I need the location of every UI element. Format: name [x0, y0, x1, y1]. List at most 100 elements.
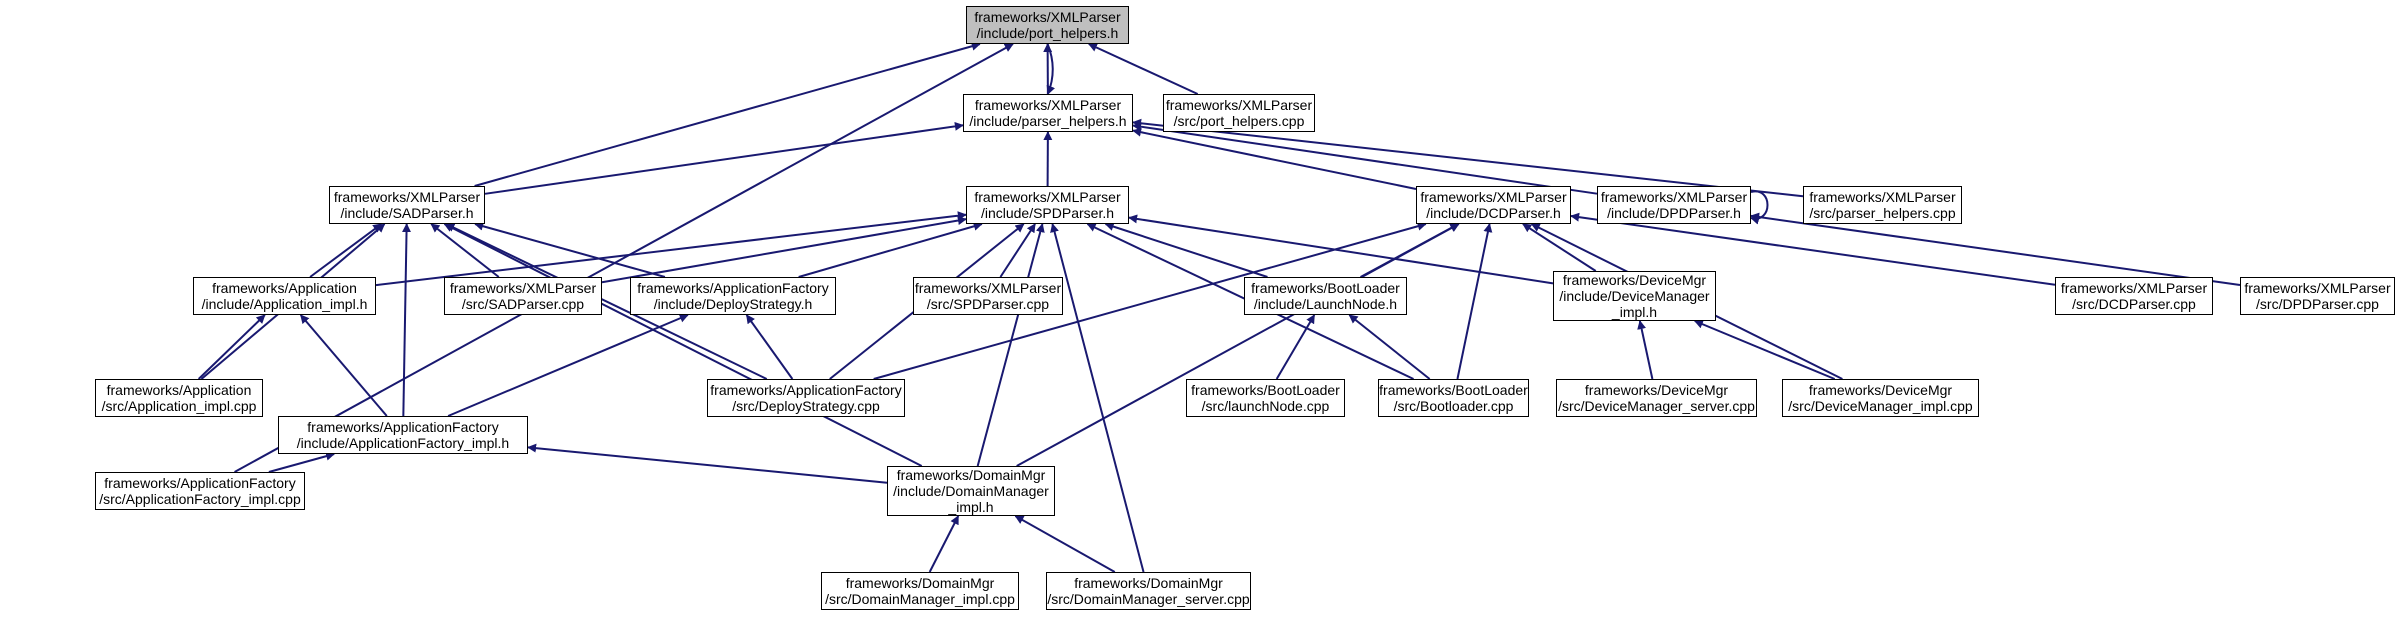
- node-parser-helpers-cpp[interactable]: frameworks/XMLParser/src/parser_helpers.…: [1803, 186, 1962, 224]
- node-spdparser-h[interactable]: frameworks/XMLParser/include/SPDParser.h: [966, 186, 1129, 224]
- node-label-line: /src/DomainManager_impl.cpp: [825, 591, 1015, 607]
- node-spdparser-cpp[interactable]: frameworks/XMLParser/src/SPDParser.cpp: [913, 277, 1063, 315]
- node-label-line: /src/DomainManager_server.cpp: [1047, 591, 1250, 607]
- node-dcdparser-h[interactable]: frameworks/XMLParser/include/DCDParser.h: [1416, 186, 1571, 224]
- edge-sadparser_cpp-to-spdparser_h: [601, 216, 967, 284]
- node-label-line: /src/DeviceManager_server.cpp: [1558, 398, 1755, 414]
- node-label-line: /src/parser_helpers.cpp: [1809, 205, 1956, 221]
- edge-applicationfactory_impl_cpp-to-port_helpers_h: [234, 43, 1014, 473]
- node-label-line: /include/SADParser.h: [340, 205, 474, 221]
- node-label-line: /src/DeviceManager_impl.cpp: [1788, 398, 1973, 414]
- node-label-line: frameworks/BootLoader: [1251, 280, 1400, 296]
- edge-devicemanager_impl_h-to-dcdparser_h: [1522, 223, 1597, 272]
- edge-port_helpers_h-to-parser_helpers_h: [1046, 43, 1056, 95]
- node-devicemanager-server-cpp[interactable]: frameworks/DeviceMgr/src/DeviceManager_s…: [1556, 379, 1757, 417]
- node-label-line: frameworks/XMLParser: [1420, 189, 1567, 205]
- node-label-line: frameworks/DomainMgr: [896, 467, 1046, 483]
- node-label-line: frameworks/ApplicationFactory: [307, 419, 499, 435]
- node-sadparser-cpp[interactable]: frameworks/XMLParser/src/SADParser.cpp: [444, 277, 602, 315]
- node-launchnode-cpp[interactable]: frameworks/BootLoader/src/launchNode.cpp: [1186, 379, 1345, 417]
- edge-deploystrategy_h-to-sadparser_h: [474, 221, 666, 278]
- node-launchnode-h[interactable]: frameworks/BootLoader/include/LaunchNode…: [1244, 277, 1407, 315]
- edge-launchnode_cpp-to-launchnode_h: [1275, 314, 1316, 380]
- edge-bootloader_cpp-to-dcdparser_h: [1456, 223, 1493, 380]
- edge-spdparser_cpp-to-spdparser_h: [999, 223, 1036, 278]
- node-label-line: /include/DeviceManager: [1559, 288, 1710, 304]
- edge-launchnode_h-to-spdparser_h: [1104, 222, 1268, 278]
- node-domainmanager-impl-h[interactable]: frameworks/DomainMgr/include/DomainManag…: [887, 466, 1055, 516]
- edge-applicationfactory_impl_h-to-deploystrategy_h: [447, 313, 689, 417]
- edge-devicemanager_impl_cpp-to-devicemanager_impl_h: [1693, 319, 1836, 380]
- node-label-line: /src/ApplicationFactory_impl.cpp: [99, 491, 301, 507]
- edge-domainmanager_impl_h-to-sadparser_h: [443, 223, 923, 467]
- node-label-line: frameworks/ApplicationFactory: [104, 475, 296, 491]
- node-label-line: /src/DPDParser.cpp: [2256, 296, 2379, 312]
- edge-applicationfactory_impl_h-to-sadparser_h: [402, 223, 412, 417]
- node-label-line: /include/parser_helpers.h: [969, 113, 1127, 129]
- node-port-helpers-cpp[interactable]: frameworks/XMLParser/src/port_helpers.cp…: [1163, 94, 1315, 132]
- node-domainmanager-impl-cpp[interactable]: frameworks/DomainMgr/src/DomainManager_i…: [821, 572, 1019, 610]
- node-label-line: /include/LaunchNode.h: [1253, 296, 1398, 312]
- edge-domainmanager_server_cpp-to-spdparser_h: [1050, 223, 1145, 573]
- node-dpdparser-cpp[interactable]: frameworks/XMLParser/src/DPDParser.cpp: [2240, 277, 2395, 315]
- edge-dcdparser_h-to-parser_helpers_h: [1132, 127, 1417, 190]
- node-label-line: /src/DCDParser.cpp: [2072, 296, 2196, 312]
- node-label-line: frameworks/Application: [106, 382, 252, 398]
- edge-dpdparser_h-to-parser_helpers_h: [1132, 122, 1598, 195]
- node-label-line: frameworks/DomainMgr: [845, 575, 995, 591]
- node-sadparser-h[interactable]: frameworks/XMLParser/include/SADParser.h: [329, 186, 485, 224]
- node-dpdparser-h[interactable]: frameworks/XMLParser/include/DPDParser.h: [1597, 186, 1751, 224]
- node-applicationfactory-impl-h[interactable]: frameworks/ApplicationFactory/include/Ap…: [278, 416, 528, 454]
- node-label-line: _impl.h: [948, 499, 994, 515]
- edge-domainmanager_impl_cpp-to-domainmanager_impl_h: [928, 515, 960, 573]
- node-label-line: frameworks/ApplicationFactory: [710, 382, 902, 398]
- node-label-line: /include/ApplicationFactory_impl.h: [296, 435, 510, 451]
- node-dcdparser-cpp[interactable]: frameworks/XMLParser/src/DCDParser.cpp: [2055, 277, 2213, 315]
- node-label-line: /include/DCDParser.h: [1426, 205, 1561, 221]
- edge-dpdparser_h-to-dpdparser_h: [1750, 190, 1769, 225]
- node-deploystrategy-cpp[interactable]: frameworks/ApplicationFactory/src/Deploy…: [707, 379, 905, 417]
- edge-sadparser_h-to-parser_helpers_h: [484, 121, 964, 195]
- node-deploystrategy-h[interactable]: frameworks/ApplicationFactory/include/De…: [630, 277, 836, 315]
- node-label-line: frameworks/Application: [212, 280, 357, 296]
- node-application-impl-h[interactable]: frameworks/Application/include/Applicati…: [193, 277, 376, 315]
- edge-deploystrategy_h-to-spdparser_h: [798, 221, 983, 278]
- node-devicemanager-impl-cpp[interactable]: frameworks/DeviceMgr/src/DeviceManager_i…: [1782, 379, 1979, 417]
- node-label-line: /src/port_helpers.cpp: [1173, 113, 1305, 129]
- edge-sadparser_h-to-port_helpers_h: [474, 41, 981, 187]
- node-label-line: /src/Bootloader.cpp: [1393, 398, 1514, 414]
- edge-devicemanager_impl_h-to-spdparser_h: [1128, 214, 1554, 285]
- node-label-line: /include/port_helpers.h: [976, 25, 1119, 41]
- node-label-line: /src/SPDParser.cpp: [926, 296, 1050, 312]
- node-label-line: frameworks/ApplicationFactory: [637, 280, 829, 296]
- node-label-line: frameworks/BootLoader: [1379, 382, 1528, 398]
- edge-application_impl_cpp-to-application_impl_h: [197, 314, 266, 380]
- node-label-line: frameworks/DomainMgr: [1074, 575, 1223, 591]
- node-label-line: frameworks/XMLParser: [2244, 280, 2391, 296]
- node-parser-helpers-h[interactable]: frameworks/XMLParser/include/parser_help…: [963, 94, 1133, 132]
- node-bootloader-cpp[interactable]: frameworks/BootLoader/src/Bootloader.cpp: [1378, 379, 1529, 417]
- node-application-impl-cpp[interactable]: frameworks/Application/src/Application_i…: [95, 379, 263, 417]
- edge-deploystrategy_cpp-to-deploystrategy_h: [745, 314, 794, 380]
- node-label-line: /src/launchNode.cpp: [1201, 398, 1330, 414]
- edge-dpdparser_cpp-to-dpdparser_h: [1750, 212, 2241, 287]
- node-label-line: frameworks/XMLParser: [449, 280, 597, 296]
- node-label-line: frameworks/XMLParser: [914, 280, 1062, 296]
- edge-applicationfactory_impl_h-to-application_impl_h: [299, 314, 388, 417]
- edge-parser_helpers_cpp-to-parser_helpers_h: [1132, 118, 1804, 198]
- node-domainmanager-server-cpp[interactable]: frameworks/DomainMgr/src/DomainManager_s…: [1046, 572, 1251, 610]
- edge-bootloader_cpp-to-launchnode_h: [1348, 314, 1431, 380]
- edge-dcdparser_cpp-to-dcdparser_h: [1570, 212, 2056, 286]
- node-devicemanager-impl-h[interactable]: frameworks/DeviceMgr/include/DeviceManag…: [1553, 271, 1716, 321]
- node-label-line: /src/DeployStrategy.cpp: [732, 398, 880, 414]
- edge-deploystrategy_cpp-to-dcdparser_h: [873, 221, 1427, 380]
- edge-application_impl_h-to-sadparser_h: [309, 223, 383, 278]
- node-label-line: /include/DPDParser.h: [1607, 205, 1741, 221]
- node-label-line: frameworks/XMLParser: [1600, 189, 1748, 205]
- node-label-line: /src/SADParser.cpp: [461, 296, 585, 312]
- node-label-line: /src/Application_impl.cpp: [101, 398, 257, 414]
- node-label-line: frameworks/XMLParser: [333, 189, 481, 205]
- node-applicationfactory-impl-cpp[interactable]: frameworks/ApplicationFactory/src/Applic…: [95, 472, 305, 510]
